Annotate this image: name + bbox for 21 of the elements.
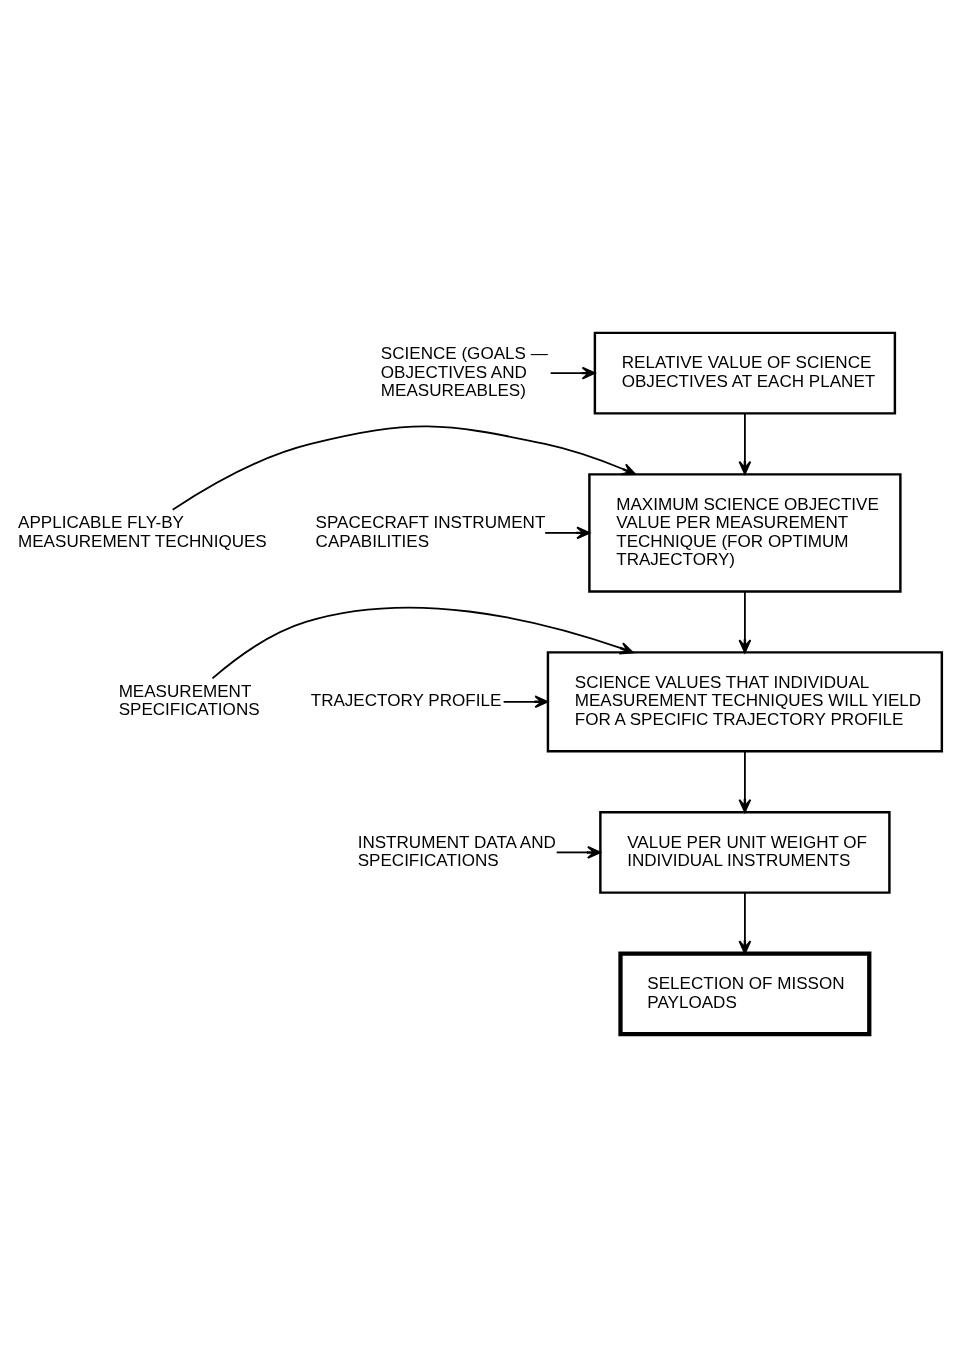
arrow	[738, 590, 752, 653]
arrow	[738, 891, 752, 954]
node-box: SELECTION OF MISSON PAYLOADS	[618, 951, 872, 1036]
arrow	[502, 694, 549, 708]
arrow	[738, 412, 752, 475]
arrow	[555, 845, 601, 859]
arrow	[211, 606, 634, 679]
arrow	[544, 526, 591, 539]
node-text: SCIENCE (GOALS — OBJECTIVES AND MEASUREABLES)	[380, 343, 548, 400]
arrow	[549, 366, 596, 380]
node-box: VALUE PER UNIT WEIGHT OF INDIVIDUAL INSTRUMENTS	[599, 810, 891, 894]
node-text: APPLICABLE FLY-BY MEASUREMENT TECHNIQUES	[18, 512, 267, 551]
arrow	[738, 750, 752, 813]
node-text: INSTRUMENT DATA AND SPECIFICATIONS	[357, 832, 556, 870]
node-box: RELATIVE VALUE OF SCIENCE OBJECTIVES AT EACH PLANET	[593, 331, 897, 415]
node-text: MEASUREMENT SPECIFICATIONS	[118, 681, 260, 719]
node-text: SPACECRAFT INSTRUMENT CAPABILITIES	[315, 512, 546, 551]
node-text: TRAJECTORY PROFILE	[310, 690, 502, 710]
arrow	[171, 425, 636, 511]
node-box: MAXIMUM SCIENCE OBJECTIVE VALUE PER MEASUREMENT TECHNIQUE (FOR OPTIMUM TRAJECTORY)	[588, 472, 902, 593]
node-box: SCIENCE VALUES THAT INDIVIDUAL MEASUREMENT TECHNIQUES WILL YIELD FOR A SPECIFIC TRAJECTORY PROFILE	[546, 650, 944, 752]
